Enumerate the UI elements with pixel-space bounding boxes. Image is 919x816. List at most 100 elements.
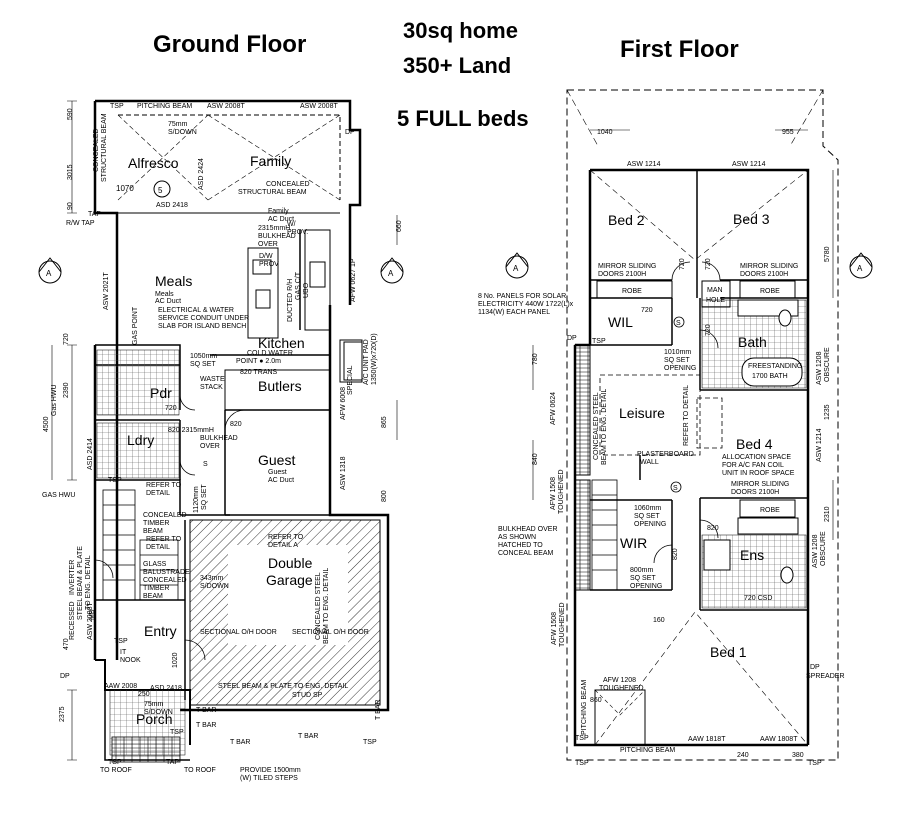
garage-label-bg <box>228 545 348 645</box>
porch-label: Porch <box>136 711 173 727</box>
dimension-label: 2310 <box>824 506 831 522</box>
entry-label: Entry <box>144 623 177 639</box>
dimension-label: 5780 <box>824 246 831 262</box>
it-nook-note: NOOK <box>120 657 141 664</box>
dimension-label: 1040 <box>597 129 613 136</box>
ac-allocation-note: UNIT IN ROOF SPACE <box>722 470 795 477</box>
solar-note: 1134(W) EACH PANEL <box>478 309 550 316</box>
dimension-label: 90 <box>67 202 74 210</box>
dimension-label: 955 <box>782 129 794 136</box>
opening-note: 1060mm <box>634 505 661 512</box>
bulkhead-note: CONCEAL BEAM <box>498 550 554 557</box>
step-down-note: 75mm <box>168 121 188 128</box>
door-note: 820 TRANS <box>240 369 278 376</box>
opening-note: OPENING <box>664 365 696 372</box>
dimension-label: 860 <box>590 697 602 704</box>
gas-point-note: GAS POINT <box>132 306 139 345</box>
smoke-alarm-marker: S <box>673 485 678 492</box>
services-note: SLAB FOR ISLAND BENCH <box>158 323 246 330</box>
cold-water-note: POINT ● 2.0m <box>236 358 281 365</box>
tbar-note: T BAR <box>298 733 319 740</box>
manhole-note: MAN <box>707 287 723 294</box>
dimension-label: 780 <box>532 353 539 365</box>
ground-section-markers <box>38 257 404 284</box>
dimension-label: 720 <box>165 405 177 412</box>
pitching-beam-note: PITCHING BEAM <box>137 103 192 110</box>
window-code: AFW 1508 <box>550 477 557 510</box>
leisure-label: Leisure <box>619 405 665 421</box>
beam-note: BEAM <box>143 593 163 600</box>
steel-beam-note: CONCEALED STEEL <box>593 392 600 460</box>
dimension-label: 720 <box>63 333 70 345</box>
ground-dimension-lines <box>51 100 398 761</box>
mirror-door-note: MIRROR SLIDING <box>731 481 789 488</box>
ensuite-label: Ens <box>740 547 764 563</box>
alfresco-marker <box>153 180 171 198</box>
roof-note: TO ROOF <box>100 767 132 774</box>
window-code: AAW 1808T <box>760 736 798 743</box>
pdr-tiles <box>96 349 180 416</box>
downpipe-note: DP <box>60 673 70 680</box>
door-code: ASD 2418 <box>150 685 182 692</box>
smoke-alarm-circle <box>673 316 685 328</box>
dimension-label: 4500 <box>43 416 50 432</box>
dishwasher-note: PROV <box>259 261 279 268</box>
first-stairs <box>591 479 618 591</box>
manhole-note: HOLE <box>706 297 725 304</box>
dimension-label: 250 <box>138 691 150 698</box>
kitchen-label: Kitchen <box>258 335 305 351</box>
steel-beam-note: BEAM TO ENG. DETAIL <box>601 389 608 465</box>
roof-hips <box>566 89 824 147</box>
butlers-label: Butlers <box>258 378 302 394</box>
first-annotations: 1040 955 ASW 1214 ASW 1214 MIRROR SLIDIN… <box>478 129 863 767</box>
ac-duct-note: AC Duct <box>268 216 294 223</box>
detail-reference: REFER TO <box>146 482 182 489</box>
tsp-note: TSP <box>170 729 184 736</box>
bulkhead-note: OVER <box>258 241 278 248</box>
window-code: AFW 1508 <box>551 612 558 645</box>
hot-water-note: Gas HWU <box>51 385 58 417</box>
dimension-label: 720 <box>705 324 712 336</box>
it-nook-note: IT <box>120 649 127 656</box>
pitching-beam-note: PITCHING BEAM <box>620 747 675 754</box>
beam-note: BEAM <box>143 528 163 535</box>
bulkhead-note: BULKHEAD OVER <box>498 526 558 533</box>
rangehood-note: DUCTED R/H <box>287 279 294 322</box>
first-dimension-lines <box>532 129 834 540</box>
opening-note: SQ SET <box>190 361 216 368</box>
inverter-note: INVERTER <box>69 560 76 595</box>
meter-box-note: MB <box>89 609 96 620</box>
water-provision-note: PROV. <box>287 229 308 236</box>
double-garage-label-2: Garage <box>266 572 313 588</box>
double-garage-label-1: Double <box>268 555 313 571</box>
concealed-beam-hatch <box>574 344 591 476</box>
bulkhead-note: AS SHOWN <box>498 534 536 541</box>
dimension-label: 1070 <box>116 184 134 193</box>
window-code: ASW 2008T <box>207 103 245 110</box>
balcony-roof <box>594 689 646 716</box>
step-down-note: S/DOWN <box>144 709 173 716</box>
robe-label: ROBE <box>622 288 642 295</box>
bulkhead-note: 820 2315mmH <box>168 427 214 434</box>
detail-reference: REFER TO <box>268 534 304 541</box>
pdr-label: Pdr <box>150 385 172 401</box>
dimension-label: 590 <box>67 108 74 120</box>
dimension-label: 240 <box>737 752 749 759</box>
dimension-label: 1235 <box>824 404 831 420</box>
window-code: AFW 0627 1P <box>350 258 357 302</box>
tsp-note: TSP <box>110 103 124 110</box>
dimension-label: 2390 <box>63 382 70 398</box>
services-note: SERVICE CONDUIT UNDER <box>158 315 249 322</box>
laundry-label: Ldry <box>127 432 154 448</box>
bulkhead-note: HATCHED TO <box>498 542 543 549</box>
ac-unit-pad <box>343 341 363 381</box>
tap-note: TAP <box>88 211 101 218</box>
kitchen-island <box>224 229 363 411</box>
wil-label: WIL <box>608 314 633 330</box>
dimension-label: 720 <box>705 258 712 270</box>
tsp-note: TSP <box>363 739 377 746</box>
beam-note: CONCEALED <box>266 181 310 188</box>
tsp-note: TSP <box>808 760 822 767</box>
ac-pad-note: 1350(W)x720(D) <box>371 333 378 385</box>
